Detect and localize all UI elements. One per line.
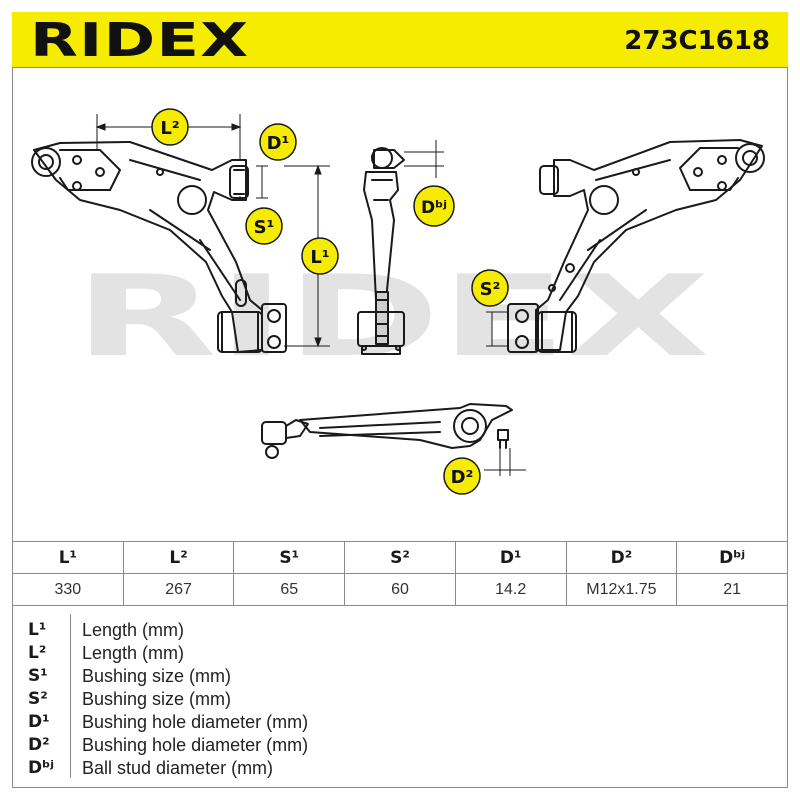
badge-d1: D¹ (259, 123, 297, 161)
legend-divider (70, 614, 71, 778)
legend-symbol: D² (28, 735, 50, 755)
legend-description: Bushing hole diameter (mm) (82, 712, 309, 732)
legend-symbol: D¹ (28, 712, 50, 732)
svg-text:L¹: L¹ (310, 247, 329, 268)
legend-item: D¹ Bushing hole diameter (mm) (12, 711, 788, 734)
badge-dbj: Dᵇʲ (413, 185, 455, 227)
badge-l1: L¹ (301, 237, 339, 275)
dimension-badges: L² D¹ S¹ L¹ Dᵇʲ S² D² (151, 108, 509, 495)
spec-header-d1: D¹ (454, 541, 567, 574)
badge-d2: D² (443, 457, 481, 495)
legend-item: S² Bushing size (mm) (12, 688, 788, 711)
legend-symbol: L² (28, 643, 47, 663)
legend-description: Bushing size (mm) (82, 666, 232, 686)
legend-symbol: Dᵇʲ (28, 758, 54, 778)
spec-header-l1: L¹ (12, 541, 124, 574)
spec-header-s1: S¹ (233, 541, 346, 574)
svg-text:L²: L² (160, 118, 179, 139)
part-number: 273C1618 (624, 26, 770, 56)
spec-header-dbj: Dᵇʲ (676, 541, 788, 574)
spec-value-l2: 267 (122, 573, 235, 606)
legend-symbol: L¹ (28, 620, 47, 640)
svg-text:D¹: D¹ (267, 133, 290, 154)
left-control-arm (31, 141, 287, 353)
legend-description: Length (mm) (82, 643, 185, 663)
legend-item: L¹ Length (mm) (12, 619, 788, 642)
spec-table: L¹ L² S¹ S² D¹ D² Dᵇʲ 330 267 65 60 14.2… (12, 541, 788, 606)
legend-item: D² Bushing hole diameter (mm) (12, 734, 788, 757)
legend-description: Length (mm) (82, 620, 185, 640)
spec-header-row: L¹ L² S¹ S² D¹ D² Dᵇʲ (12, 541, 788, 574)
svg-text:S²: S² (480, 279, 501, 300)
badge-s2: S² (471, 269, 509, 307)
spec-value-s2: 60 (344, 573, 456, 606)
spec-header-s2: S² (344, 541, 456, 574)
technical-diagram: RIDEX (31, 108, 765, 495)
spec-value-s1: 65 (233, 573, 346, 606)
spec-value-d2: M12x1.75 (565, 573, 678, 606)
bottom-top-view (261, 403, 513, 459)
spec-header-d2: D² (565, 541, 678, 574)
badge-s1: S¹ (245, 207, 283, 245)
legend-description: Bushing hole diameter (mm) (82, 735, 309, 755)
legend-symbol: S¹ (28, 666, 48, 686)
badge-l2: L² (151, 108, 189, 146)
middle-side-view (357, 147, 405, 355)
legend-description: Ball stud diameter (mm) (82, 758, 274, 778)
legend: L¹ Length (mm) L² Length (mm) S¹ Bushing… (12, 604, 788, 788)
legend-item: S¹ Bushing size (mm) (12, 665, 788, 688)
spec-value-row: 330 267 65 60 14.2 M12x1.75 21 (12, 573, 788, 606)
legend-description: Bushing size (mm) (82, 689, 232, 709)
legend-symbol: S² (28, 689, 48, 709)
legend-item: Dᵇʲ Ball stud diameter (mm) (12, 757, 788, 780)
spec-header-l2: L² (122, 541, 235, 574)
svg-text:Dᵇʲ: Dᵇʲ (421, 198, 447, 218)
legend-item: L² Length (mm) (12, 642, 788, 665)
right-control-arm (507, 139, 765, 353)
svg-text:S¹: S¹ (254, 217, 275, 238)
watermark-text: RIDEX (74, 252, 710, 382)
spec-value-d1: 14.2 (454, 573, 567, 606)
svg-text:D²: D² (451, 467, 474, 488)
spec-value-l1: 330 (12, 573, 124, 606)
brand-logo: RIDEX (30, 13, 250, 67)
dimension-lines (95, 114, 526, 476)
header-bar: RIDEX 273C1618 (12, 12, 788, 68)
spec-value-dbj: 21 (676, 573, 788, 606)
